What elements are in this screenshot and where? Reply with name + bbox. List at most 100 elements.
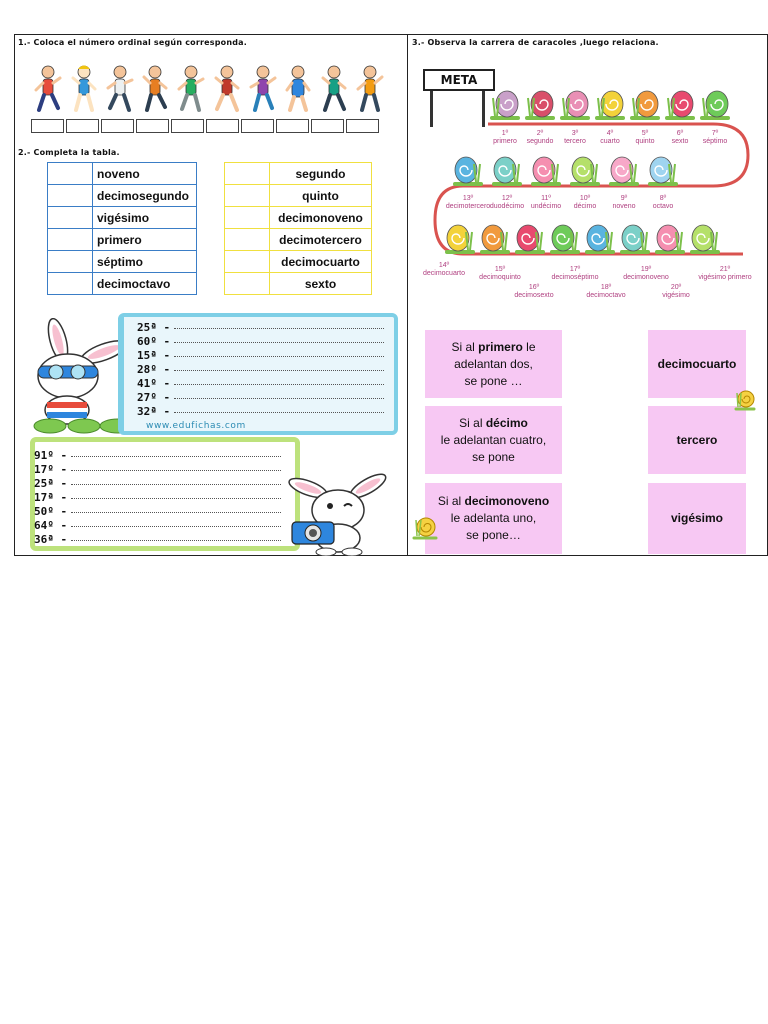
question-ordinal: primero bbox=[478, 339, 523, 354]
question-text: adelantan dos, bbox=[454, 356, 533, 371]
blank-cell[interactable] bbox=[47, 184, 93, 207]
ordinal-number: 17ª - bbox=[34, 491, 68, 504]
finish-sign: META bbox=[423, 69, 495, 91]
snail-icon bbox=[734, 390, 756, 411]
answer-line[interactable] bbox=[174, 411, 385, 413]
ordinal-number: 27º - bbox=[137, 391, 171, 404]
number-line: 50º - bbox=[34, 505, 282, 518]
ordinal-name: séptimo bbox=[702, 138, 728, 145]
answer-line[interactable] bbox=[174, 327, 385, 329]
blank-cell[interactable] bbox=[224, 206, 270, 229]
answer-line[interactable] bbox=[71, 469, 282, 471]
yellow-ordinal-table: segundo quinto decimonoveno decimotercer… bbox=[224, 162, 372, 295]
answer-box[interactable] bbox=[136, 119, 169, 133]
blank-cell[interactable] bbox=[47, 272, 93, 295]
ordinal-name: decimoctavo bbox=[586, 292, 626, 299]
answer-line[interactable] bbox=[71, 511, 282, 513]
ordinal-number: 25ª - bbox=[137, 321, 171, 334]
blank-cell[interactable] bbox=[47, 228, 93, 251]
blank-cell[interactable] bbox=[47, 162, 93, 185]
table-word: decimocuarto bbox=[269, 250, 372, 273]
question-text: Si al bbox=[459, 415, 486, 430]
table-word: segundo bbox=[269, 162, 372, 185]
answer-box[interactable] bbox=[171, 119, 204, 133]
ordinal-number: 17º - bbox=[34, 463, 68, 476]
ordinal-number: 7º bbox=[711, 130, 719, 137]
answer-box[interactable] bbox=[101, 119, 134, 133]
blank-cell[interactable] bbox=[224, 184, 270, 207]
answer-box[interactable] bbox=[276, 119, 309, 133]
ordinal-name: sexto bbox=[671, 138, 689, 145]
number-line: 91º - bbox=[34, 449, 282, 462]
answer-line[interactable] bbox=[71, 483, 282, 485]
table-word: decimotercero bbox=[269, 228, 372, 251]
answer-line[interactable] bbox=[71, 539, 282, 541]
ordinal-number: 17º bbox=[569, 266, 581, 273]
answer-box[interactable] bbox=[31, 119, 64, 133]
snail-icon bbox=[560, 90, 590, 120]
snail-icon bbox=[585, 224, 615, 254]
ordinal-name: decimocuarto bbox=[422, 270, 466, 277]
snail-icon bbox=[525, 90, 555, 120]
ordinal-name: duodécimo bbox=[489, 203, 525, 210]
answer-box[interactable] bbox=[206, 119, 239, 133]
answer-box[interactable] bbox=[66, 119, 99, 133]
ordinal-name: decimoséptimo bbox=[551, 274, 599, 281]
ordinal-number: 8º bbox=[659, 195, 667, 202]
answer-line[interactable] bbox=[71, 455, 282, 457]
answer-card-3[interactable]: vigésimo bbox=[648, 483, 746, 554]
answer-card-1[interactable]: decimocuarto bbox=[648, 330, 746, 398]
question-text: le adelanta uno, bbox=[450, 511, 537, 525]
ordinal-number: 21º bbox=[719, 266, 731, 273]
blank-cell[interactable] bbox=[224, 162, 270, 185]
answer-line[interactable] bbox=[174, 369, 385, 371]
number-line: 15ª - bbox=[137, 349, 385, 362]
blank-cell[interactable] bbox=[47, 206, 93, 229]
blank-cell[interactable] bbox=[47, 250, 93, 273]
answer-box[interactable] bbox=[311, 119, 344, 133]
answer-line[interactable] bbox=[71, 525, 282, 527]
answer-line[interactable] bbox=[174, 383, 385, 385]
runner-figure bbox=[249, 64, 277, 120]
answer-box[interactable] bbox=[241, 119, 274, 133]
ordinal-number: 32ª - bbox=[137, 405, 171, 418]
snail-icon bbox=[531, 156, 561, 186]
runner-figure bbox=[34, 64, 62, 120]
ordinal-number: 14º bbox=[438, 262, 450, 269]
blank-cell[interactable] bbox=[224, 272, 270, 295]
answer-line[interactable] bbox=[174, 397, 385, 399]
number-line: 41º - bbox=[137, 377, 385, 390]
table-word: primero bbox=[92, 228, 197, 251]
ordinal-name: noveno bbox=[612, 203, 636, 210]
blank-cell[interactable] bbox=[224, 250, 270, 273]
number-line: 64º - bbox=[34, 519, 282, 532]
number-line: 17º - bbox=[34, 463, 282, 476]
ordinal-name: primero bbox=[493, 138, 517, 145]
ordinal-name: octavo bbox=[652, 203, 674, 210]
answer-card-2[interactable]: tercero bbox=[648, 406, 746, 474]
answer-line[interactable] bbox=[174, 341, 385, 343]
snail-icon bbox=[648, 156, 678, 186]
table-word: decimoctavo bbox=[92, 272, 197, 295]
runner-figure bbox=[141, 64, 169, 120]
blank-cell[interactable] bbox=[224, 228, 270, 251]
answer-box[interactable] bbox=[346, 119, 379, 133]
runner-figure bbox=[356, 64, 384, 120]
number-line: 32ª - bbox=[137, 405, 385, 418]
section3-title: 3.- Observa la carrera de caracoles ,lue… bbox=[412, 38, 659, 47]
snail-icon bbox=[665, 90, 695, 120]
answer-line[interactable] bbox=[71, 497, 282, 499]
answer-line[interactable] bbox=[174, 355, 385, 357]
snail-icon bbox=[620, 224, 650, 254]
